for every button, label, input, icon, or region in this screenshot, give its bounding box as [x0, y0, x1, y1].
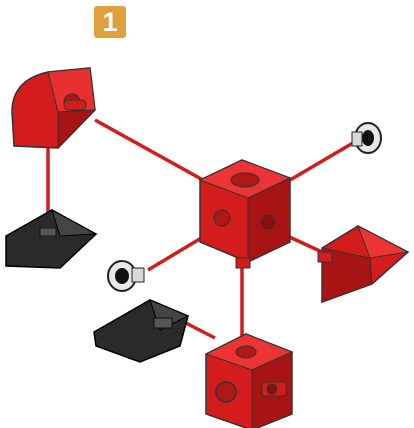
red-lower-cube	[206, 334, 292, 428]
black-wedge-left	[6, 210, 96, 268]
line-block-to-cube	[95, 120, 212, 185]
white-peg-right	[352, 123, 381, 153]
angled-red-block	[12, 68, 95, 148]
white-peg-left	[108, 261, 144, 291]
red-center-cube	[200, 160, 290, 268]
line-cube-to-white-peg	[290, 140, 358, 180]
red-wedge-right	[318, 226, 408, 302]
black-wedge-lower	[94, 300, 188, 362]
